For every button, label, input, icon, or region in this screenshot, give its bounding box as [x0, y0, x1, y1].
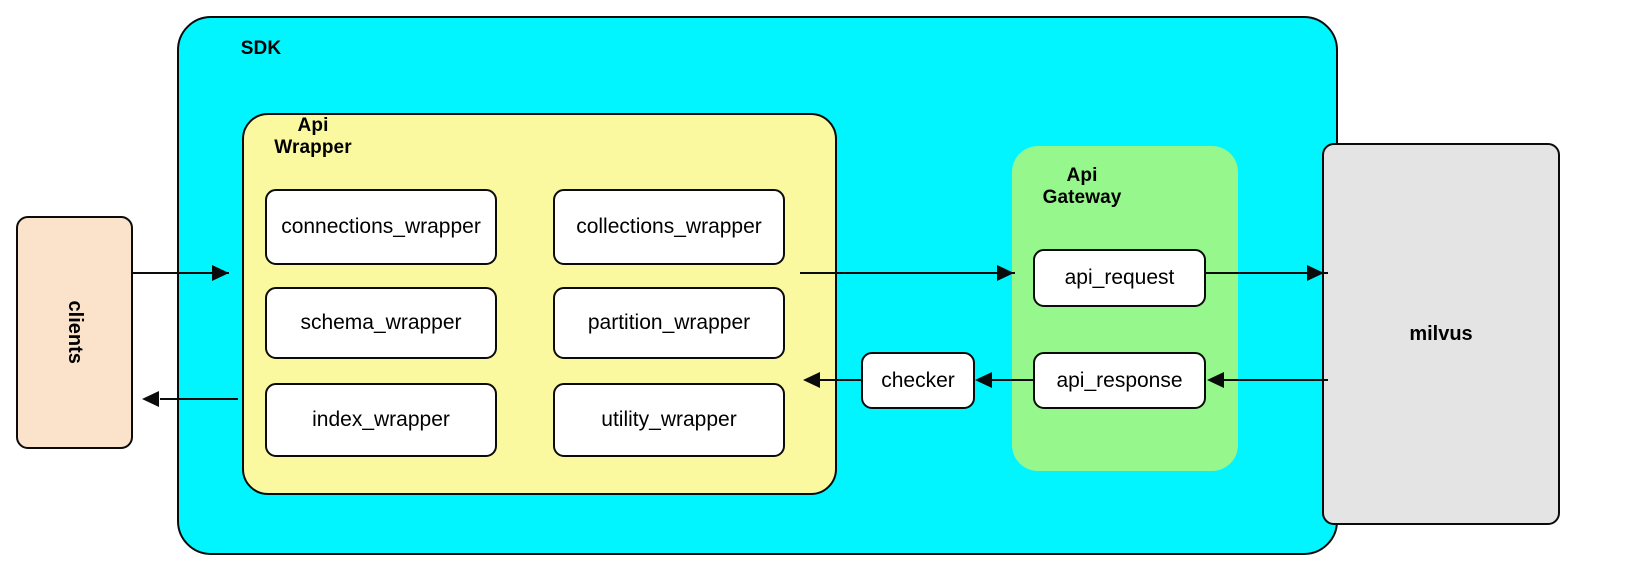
api-gateway-container[interactable] [1012, 146, 1238, 471]
module-collections-wrapper[interactable]: collections_wrapper [553, 189, 785, 265]
flow-api-wrapper-to-clients-arrow [142, 391, 159, 407]
module-utility-wrapper[interactable]: utility_wrapper [553, 383, 785, 457]
node-api-request[interactable]: api_request [1033, 249, 1206, 307]
flow-checker-to-api-wrapper-arrow [803, 372, 820, 388]
module-index-wrapper[interactable]: index_wrapper [265, 383, 497, 457]
module-schema-wrapper[interactable]: schema_wrapper [265, 287, 497, 359]
flow-api-wrapper-to-api-gateway-line [800, 272, 1015, 274]
node-milvus[interactable]: milvus [1322, 143, 1560, 525]
flow-clients-to-api-wrapper-line [133, 272, 229, 274]
node-clients[interactable]: clients [16, 216, 133, 449]
flow-api-request-to-milvus-line [1206, 272, 1328, 274]
node-api-response[interactable]: api_response [1033, 352, 1206, 409]
flow-api-response-to-checker-arrow [975, 372, 992, 388]
flow-milvus-to-api-response-line [1222, 379, 1328, 381]
flow-checker-to-api-wrapper-line [818, 379, 863, 381]
flow-milvus-to-api-response-arrow [1207, 372, 1224, 388]
flow-clients-to-api-wrapper-arrow [212, 265, 229, 281]
module-connections-wrapper[interactable]: connections_wrapper [265, 189, 497, 265]
flow-api-response-to-checker-line [990, 379, 1035, 381]
clients-label: clients [63, 300, 86, 365]
node-checker[interactable]: checker [861, 352, 975, 409]
module-partition-wrapper[interactable]: partition_wrapper [553, 287, 785, 359]
flow-api-request-to-milvus-arrow [1307, 265, 1324, 281]
flow-api-wrapper-to-api-gateway-arrow [997, 265, 1014, 281]
flow-api-wrapper-to-clients-line [160, 398, 238, 400]
